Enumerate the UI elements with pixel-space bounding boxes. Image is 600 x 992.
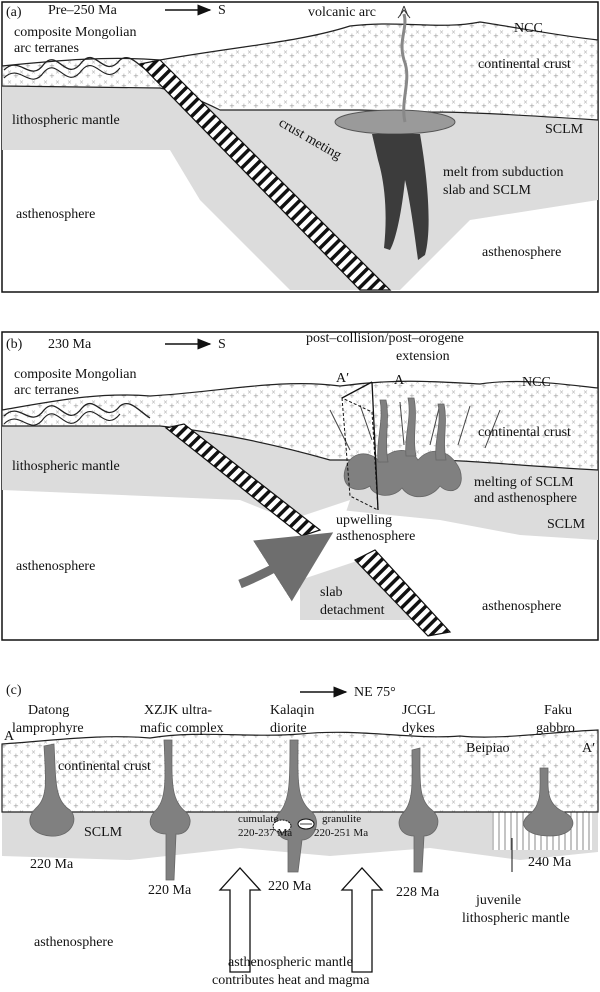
panel-b-continental-crust [1, 380, 599, 471]
panel-b-sclm: SCLM [547, 517, 586, 532]
panel-b-asthenosphere-left: asthenosphere [16, 559, 95, 574]
panel-c-granulite-1: granulite [322, 813, 361, 825]
panel-a: (a) Pre–250 Ma S composite Mongolian arc… [1, 1, 599, 293]
panel-c-heat-arrow-left [218, 867, 262, 973]
panel-a-sclm: SCLM [545, 122, 584, 137]
panel-c-continental-crust [1, 729, 599, 813]
panel-c-age-faku: 240 Ma [528, 855, 572, 870]
panel-a-continental-crust: continental crust [478, 57, 571, 72]
panel-a-mongolian-1: composite Mongolian [14, 25, 137, 40]
panel-c-sclm: SCLM [84, 825, 123, 840]
panel-b-slab-2: detachment [320, 603, 385, 618]
panel-b-continental-crust: continental crust [478, 425, 571, 440]
panel-c-intrusion-xzjk [149, 739, 191, 881]
panel-c-faku-1: Faku [544, 703, 572, 718]
panel-c-intrusion-kalaqin [274, 739, 317, 873]
panel-c: (c) NE 75° A A′ Datong lamprophyre XZJK … [1, 683, 599, 988]
panel-c-datong-1: Datong [28, 703, 69, 718]
panel-b-slab-1: slab [320, 585, 343, 600]
panel-c-cumulate-2: 220-237 Ma [238, 827, 292, 839]
panel-b-lithospheric-mantle: lithospheric mantle [12, 459, 120, 474]
panel-c-cumulate-marker [272, 819, 292, 833]
panel-a-asthenosphere-left: asthenosphere [16, 207, 95, 222]
panel-b-ncc: NCC [522, 375, 551, 390]
panel-c-kalaqin-2: diorite [270, 721, 307, 736]
panel-c-jcgl-2: dykes [402, 721, 435, 736]
panel-b-melting-2: and asthenosphere [474, 491, 577, 506]
panel-b-fractures [329, 401, 501, 451]
panel-a-lithospheric-mantle: lithospheric mantle [12, 113, 120, 128]
panel-c-jcgl-1: JCGL [402, 703, 435, 718]
panel-b-mongolian-1: composite Mongolian [14, 367, 137, 382]
panel-b-upwelling-2: asthenosphere [336, 529, 415, 544]
panel-b-a-prime: A′ [336, 371, 349, 386]
panel-c-xzjk-1: XZJK ultra- [144, 703, 212, 718]
panel-c-faku-2: gabbro [536, 721, 575, 736]
panel-c-asthenosphere: asthenosphere [34, 935, 113, 950]
panel-b-upwelling-1: upwelling [336, 513, 392, 528]
panel-c-juvenile-1: juvenile [475, 893, 521, 908]
panel-b-direction: S [218, 337, 226, 352]
panel-a-volcanic-conduit [400, 13, 409, 123]
panel-c-intrusion-faku [523, 767, 574, 837]
panel-a-direction: S [218, 3, 226, 18]
panel-c-contrib-1: asthenospheric mantle [228, 955, 353, 970]
panel-a-melt-1: melt from subduction [443, 165, 564, 180]
panel-a-mongolian-2: arc terranes [14, 41, 79, 56]
panel-c-cumulate-1: cumulate [238, 813, 278, 825]
panel-b-age: 230 Ma [48, 337, 92, 352]
panel-c-continental-crust: continental crust [58, 759, 151, 774]
panel-c-age-jcgl: 228 Ma [396, 885, 440, 900]
panel-a-subducting-slab [138, 59, 392, 291]
panel-b-post-2: extension [396, 349, 450, 364]
panel-c-xzjk-2: mafic complex [140, 721, 224, 736]
panel-b: (b) 230 Ma S post–collision/post–orogene… [1, 331, 599, 641]
panel-c-age-datong: 220 Ma [30, 857, 74, 872]
panel-c-kalaqin-1: Kalaqin [270, 703, 314, 718]
panel-a-melt-2: slab and SCLM [443, 183, 531, 198]
panel-c-granulite-2: 220-251 Ma [314, 827, 368, 839]
panel-c-tag: (c) [6, 683, 22, 698]
panel-c-direction: NE 75° [354, 685, 396, 700]
panel-c-age-xzjk: 220 Ma [148, 883, 192, 898]
panel-c-a: A [4, 729, 15, 744]
panel-c-heat-arrow-right [340, 867, 384, 973]
panel-a-age: Pre–250 Ma [48, 3, 118, 18]
panel-a-asthenosphere-right: asthenosphere [482, 245, 561, 260]
panel-b-slab-upper [164, 423, 322, 537]
panel-a-melt-plume [372, 134, 429, 260]
panel-b-asthenosphere-right: asthenosphere [482, 599, 561, 614]
panel-a-folds [3, 56, 151, 73]
panel-b-a: A [394, 373, 405, 388]
panel-b-slab-detached [354, 549, 452, 637]
panel-b-post-1: post–collision/post–orogene [306, 331, 464, 346]
panel-b-tag: (b) [6, 337, 23, 352]
panel-c-juvenile-2: lithospheric mantle [462, 911, 570, 926]
panel-c-beipiao: Beipiao [466, 741, 510, 756]
panel-a-volcano-icon [397, 5, 411, 19]
panel-b-mongolian-2: arc terranes [14, 383, 79, 398]
panel-b-section-box [341, 397, 379, 511]
panel-c-contrib-2: contributes heat and magma [212, 973, 370, 988]
panel-a-volcanic-arc: volcanic arc [308, 5, 376, 20]
panel-a-tag: (a) [6, 5, 22, 20]
panel-a-crust-melt-lens [334, 109, 456, 135]
panel-b-folds [3, 402, 151, 419]
panel-a-ncc: NCC [514, 21, 543, 36]
panel-c-intrusion-jcgl [398, 747, 439, 873]
panel-c-age-kalaqin: 220 Ma [268, 879, 312, 894]
panel-c-intrusion-datong [29, 743, 75, 837]
panel-c-a-prime: A′ [582, 741, 595, 756]
panel-b-melting-1: melting of SCLM [474, 475, 574, 490]
panel-c-datong-2: lamprophyre [12, 721, 84, 736]
panel-b-upwelling-arrow [238, 532, 334, 602]
